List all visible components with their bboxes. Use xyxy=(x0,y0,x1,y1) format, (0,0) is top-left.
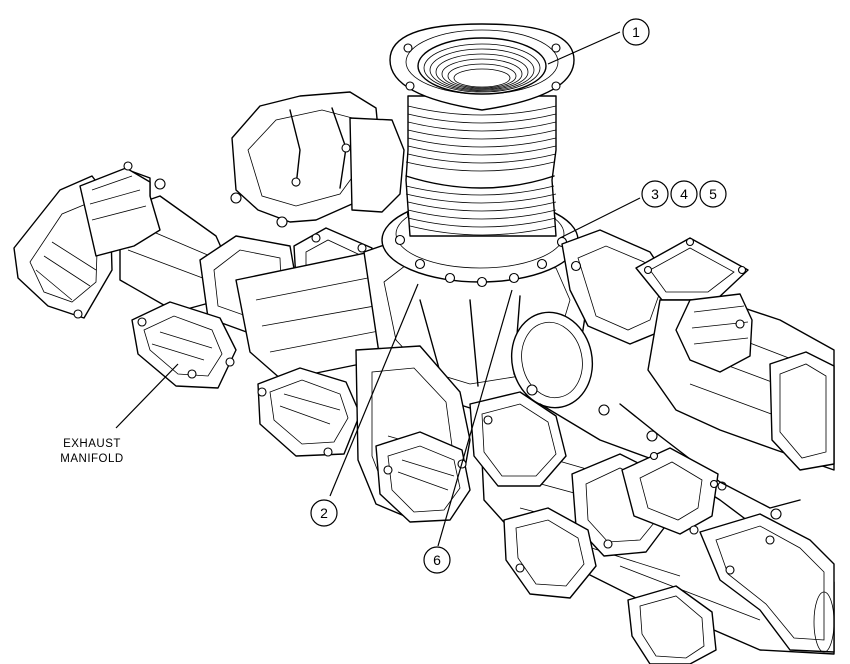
exhaust-manifold-label: EXHAUST MANIFOLD xyxy=(60,438,123,465)
manifold-center-left xyxy=(199,227,405,381)
manifold-bottom-middle-ports xyxy=(375,391,567,523)
leader-1 xyxy=(547,31,621,65)
callout-2-label: 2 xyxy=(320,505,328,521)
leader-6 xyxy=(437,289,513,547)
callout-2: 2 xyxy=(310,499,338,527)
leader-3 xyxy=(559,197,641,239)
bellows-top-flange xyxy=(389,23,575,111)
callout-4: 4 xyxy=(670,180,698,208)
manifold-right-arm xyxy=(561,229,835,520)
callout-6-label: 6 xyxy=(433,552,441,568)
leader-2 xyxy=(329,283,419,497)
callout-5-label: 5 xyxy=(709,186,717,202)
manifold-left-arm xyxy=(13,161,233,319)
exhaust-label-line1: EXHAUST xyxy=(63,438,121,450)
callout-1: 1 xyxy=(622,18,650,46)
manifold-upper-left-elbow xyxy=(230,91,405,228)
leader-lines xyxy=(115,31,641,547)
bellows-expansion-joint xyxy=(405,95,557,237)
exhaust-label-line2: MANIFOLD xyxy=(60,453,123,465)
leader-exhaust-manifold xyxy=(115,363,179,429)
callout-3-label: 3 xyxy=(651,186,659,202)
callout-5: 5 xyxy=(699,180,727,208)
manifold-lower-left-ports xyxy=(131,301,361,457)
bellows-ribs xyxy=(405,105,557,236)
callout-3: 3 xyxy=(641,180,669,208)
callout-6: 6 xyxy=(423,546,451,574)
manifold-lower-right xyxy=(479,403,835,664)
callout-4-label: 4 xyxy=(680,186,688,202)
callout-1-label: 1 xyxy=(632,24,640,40)
